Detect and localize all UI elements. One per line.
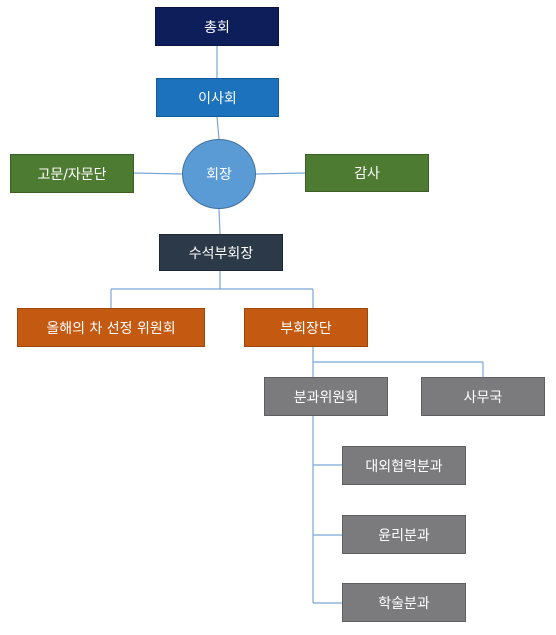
node-ethics-label: 윤리분과 [378,527,430,544]
node-car-of-year-committee-label: 올해의 차 선정 위원회 [46,320,176,337]
node-subcommittee: 분과위원회 [264,377,388,416]
node-vp-group: 부회장단 [244,308,368,347]
node-auditor-label: 감사 [354,166,380,182]
connector-president-auditor [255,172,306,175]
node-board-label: 이사회 [198,90,237,107]
node-general-assembly-label: 총회 [204,19,230,36]
node-secretariat-label: 사무국 [463,389,503,406]
node-senior-vp-label: 수석부회장 [188,245,254,262]
node-senior-vp: 수석부회장 [159,234,283,271]
node-auditor: 감사 [305,154,429,192]
node-general-assembly: 총회 [155,7,279,46]
node-vp-group-label: 부회장단 [280,320,332,337]
connector-president-senior-vp [218,208,221,235]
node-external-affairs-label: 대외협력분과 [365,458,443,475]
node-president: 회장 [182,139,256,209]
node-board: 이사회 [156,78,279,117]
connector-advisory-president [133,172,183,175]
node-secretariat: 사무국 [421,377,545,416]
node-advisory: 고문/자문단 [10,154,134,193]
node-advisory-label: 고문/자문단 [37,166,107,183]
connector-board-president [216,116,220,140]
node-external-affairs: 대외협력분과 [342,446,466,485]
node-ethics: 윤리분과 [342,515,466,554]
node-president-label: 회장 [206,167,232,183]
node-academic-label: 학술분과 [378,595,430,612]
node-car-of-year-committee: 올해의 차 선정 위원회 [17,308,205,347]
node-subcommittee-label: 분과위원회 [293,389,359,406]
node-academic: 학술분과 [342,583,466,622]
